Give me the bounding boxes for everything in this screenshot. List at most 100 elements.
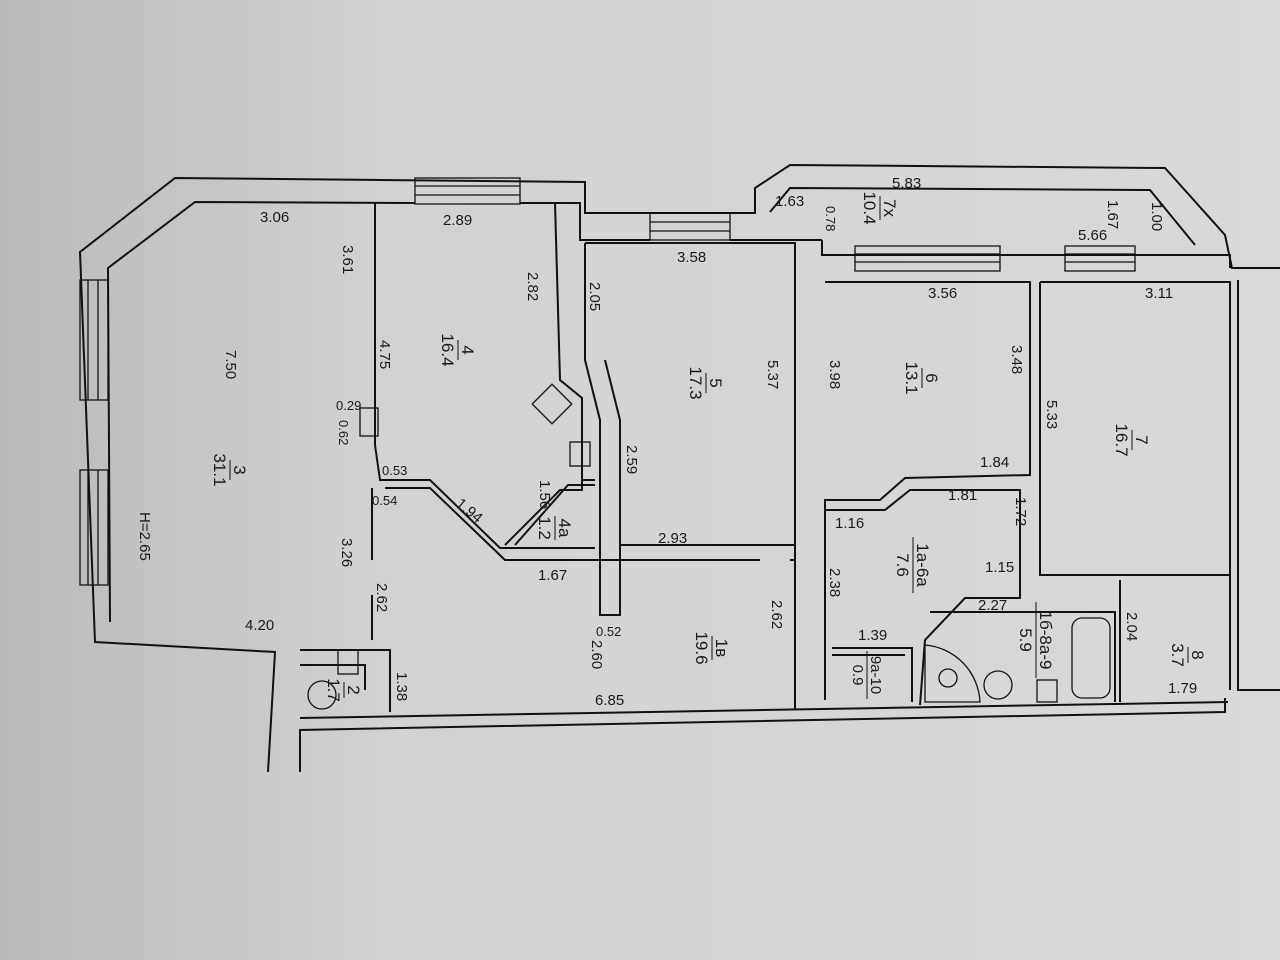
ceiling-height-label: H=2.65 <box>136 512 153 561</box>
label-rooms-9-area: 7.6 <box>893 553 912 577</box>
label-rooms-5-area: 1.7 <box>324 678 343 702</box>
label-dimensions-d348: 3.48 <box>1008 345 1025 374</box>
label-rooms-3-area: 17.3 <box>686 366 705 399</box>
bathtub-icon <box>1071 617 1111 699</box>
label-rooms-1-area: 16.4 <box>438 333 457 366</box>
label-dimensions-d163: 1.63 <box>775 193 804 210</box>
label-dimensions-d172: 1.72 <box>1012 497 1029 526</box>
label-dimensions-d116: 1.16 <box>835 515 864 532</box>
label-dimensions-d566: 5.66 <box>1078 227 1107 244</box>
label-dimensions-d115: 1.15 <box>985 559 1014 576</box>
label-rooms-3-id: 5 <box>706 378 725 387</box>
room-6-label: 6 13.1 <box>902 361 941 394</box>
room-8-label: 8 3.7 <box>1168 643 1207 667</box>
toilet-icon <box>983 670 1013 700</box>
label-dimensions-d052: 0.52 <box>596 624 621 639</box>
label-rooms-4-id: 1в <box>712 639 731 658</box>
label-rooms-0-id: 3 <box>230 465 249 474</box>
room-4a-label: 4а 1.2 <box>535 516 574 540</box>
label-dimensions-d358: 3.58 <box>677 249 706 266</box>
room-1a-6a-label: 1а-6а 7.6 <box>893 537 932 593</box>
label-rooms-10-area: 5.9 <box>1016 628 1035 652</box>
label-dimensions-d238: 2.38 <box>826 568 843 597</box>
label-rooms-12-area: 3.7 <box>1168 643 1187 667</box>
stove-icon <box>531 383 573 425</box>
room-1v-label: 1в 19.6 <box>692 631 731 664</box>
label-dimensions-d029: 0.29 <box>336 398 361 413</box>
label-dimensions-d184: 1.84 <box>980 454 1009 471</box>
label-dimensions-d138: 1.38 <box>393 672 410 701</box>
dimension-labels: 3.06 2.89 0.29 0.53 0.54 4.20 1.67 3.58 … <box>222 175 1197 709</box>
room-4-label: 4 16.4 <box>438 333 477 366</box>
label-rooms-11-id: 9а-10 <box>867 656 884 694</box>
label-rooms-11-area: 0.9 <box>849 665 866 686</box>
room-9a-10-label: 9а-10 0.9 <box>849 651 884 699</box>
room-7-label: 7 16.7 <box>1112 423 1151 456</box>
label-rooms-12-id: 8 <box>1188 650 1207 659</box>
toilet-icon <box>307 680 337 710</box>
label-rooms-2-id: 4а <box>555 519 574 538</box>
label-dimensions-d262b: 2.62 <box>768 600 785 629</box>
room-7x-label: 7х 10.4 <box>860 191 899 224</box>
label-rooms-7-id: 7 <box>1132 435 1151 444</box>
room-5-label: 5 17.3 <box>686 366 725 399</box>
label-dimensions-d326: 3.26 <box>338 538 355 567</box>
label-rooms-4-area: 19.6 <box>692 631 711 664</box>
label-dimensions-d289: 2.89 <box>443 212 472 229</box>
label-dimensions-d306: 3.06 <box>260 209 289 226</box>
sink-icon <box>569 441 591 467</box>
label-dimensions-d205: 2.05 <box>586 282 603 311</box>
label-dimensions-d053: 0.53 <box>382 463 407 478</box>
label-dimensions-d311: 3.11 <box>1145 285 1173 302</box>
label-dimensions-d262a: 2.62 <box>373 583 390 612</box>
label-rooms-8-area: 10.4 <box>860 191 879 224</box>
label-dimensions-d533: 5.33 <box>1043 400 1060 429</box>
label-dimensions-d100: 1.00 <box>1148 202 1165 231</box>
label-rooms-2-area: 1.2 <box>535 516 554 540</box>
label-rooms-6-id: 6 <box>922 373 941 382</box>
label-dimensions-d685: 6.85 <box>595 692 624 709</box>
windows <box>79 177 1136 586</box>
label-rooms-8-id: 7х <box>880 199 899 217</box>
label-dimensions-d293: 2.93 <box>658 530 687 547</box>
label-dimensions-d156: 1.56 <box>536 480 553 509</box>
label-rooms-9-id: 1а-6а <box>913 543 932 587</box>
label-dimensions-d356: 3.56 <box>928 285 957 302</box>
label-dimensions-d139: 1.39 <box>858 627 887 644</box>
room-1b-8a-9-label: 1б-8а-9 5.9 <box>1016 602 1055 678</box>
label-dimensions-d167: 1.67 <box>538 567 567 584</box>
label-dimensions-d361: 3.61 <box>339 245 356 274</box>
label-dimensions-d181: 1.81 <box>948 487 977 504</box>
label-dimensions-d179: 1.79 <box>1168 680 1197 697</box>
label-dimensions-d259: 2.59 <box>623 445 640 474</box>
room-2-label: 2 1.7 <box>324 678 363 702</box>
room-labels: 3 31.1 4 16.4 4а 1.2 5 17.3 1в 19.6 2 1.… <box>136 191 1207 701</box>
label-dimensions-d583: 5.83 <box>892 175 921 192</box>
label-rooms-7-area: 16.7 <box>1112 423 1131 456</box>
label-dimensions-d398: 3.98 <box>826 360 843 389</box>
label-rooms-1-id: 4 <box>458 345 477 354</box>
label-dimensions-d204: 2.04 <box>1123 612 1140 641</box>
shower-icon <box>924 644 981 703</box>
label-rooms-6-area: 13.1 <box>902 361 921 394</box>
label-rooms-5-id: 2 <box>344 685 363 694</box>
label-dimensions-d537: 5.37 <box>764 360 781 389</box>
label-dimensions-d475: 4.75 <box>376 340 393 369</box>
label-dimensions-d420: 4.20 <box>245 617 274 634</box>
fixtures <box>307 383 1111 710</box>
label-dimensions-d167b: 1.67 <box>1104 200 1121 229</box>
interior-walls <box>300 202 1231 712</box>
label-dimensions-d062: 0.62 <box>336 420 351 445</box>
label-dimensions-d260: 2.60 <box>588 640 605 669</box>
label-dimensions-d750: 7.50 <box>222 350 239 379</box>
label-rooms-10-id: 1б-8а-9 <box>1036 611 1055 670</box>
room-3-label: 3 31.1 <box>210 453 249 486</box>
sink-icon <box>337 649 359 675</box>
label-dimensions-d054: 0.54 <box>372 493 397 508</box>
label-dimensions-d282: 2.82 <box>524 272 541 301</box>
label-rooms-0-area: 31.1 <box>210 453 229 486</box>
label-dimensions-d227: 2.27 <box>978 597 1007 614</box>
label-dimensions-d078: 0.78 <box>823 206 838 231</box>
